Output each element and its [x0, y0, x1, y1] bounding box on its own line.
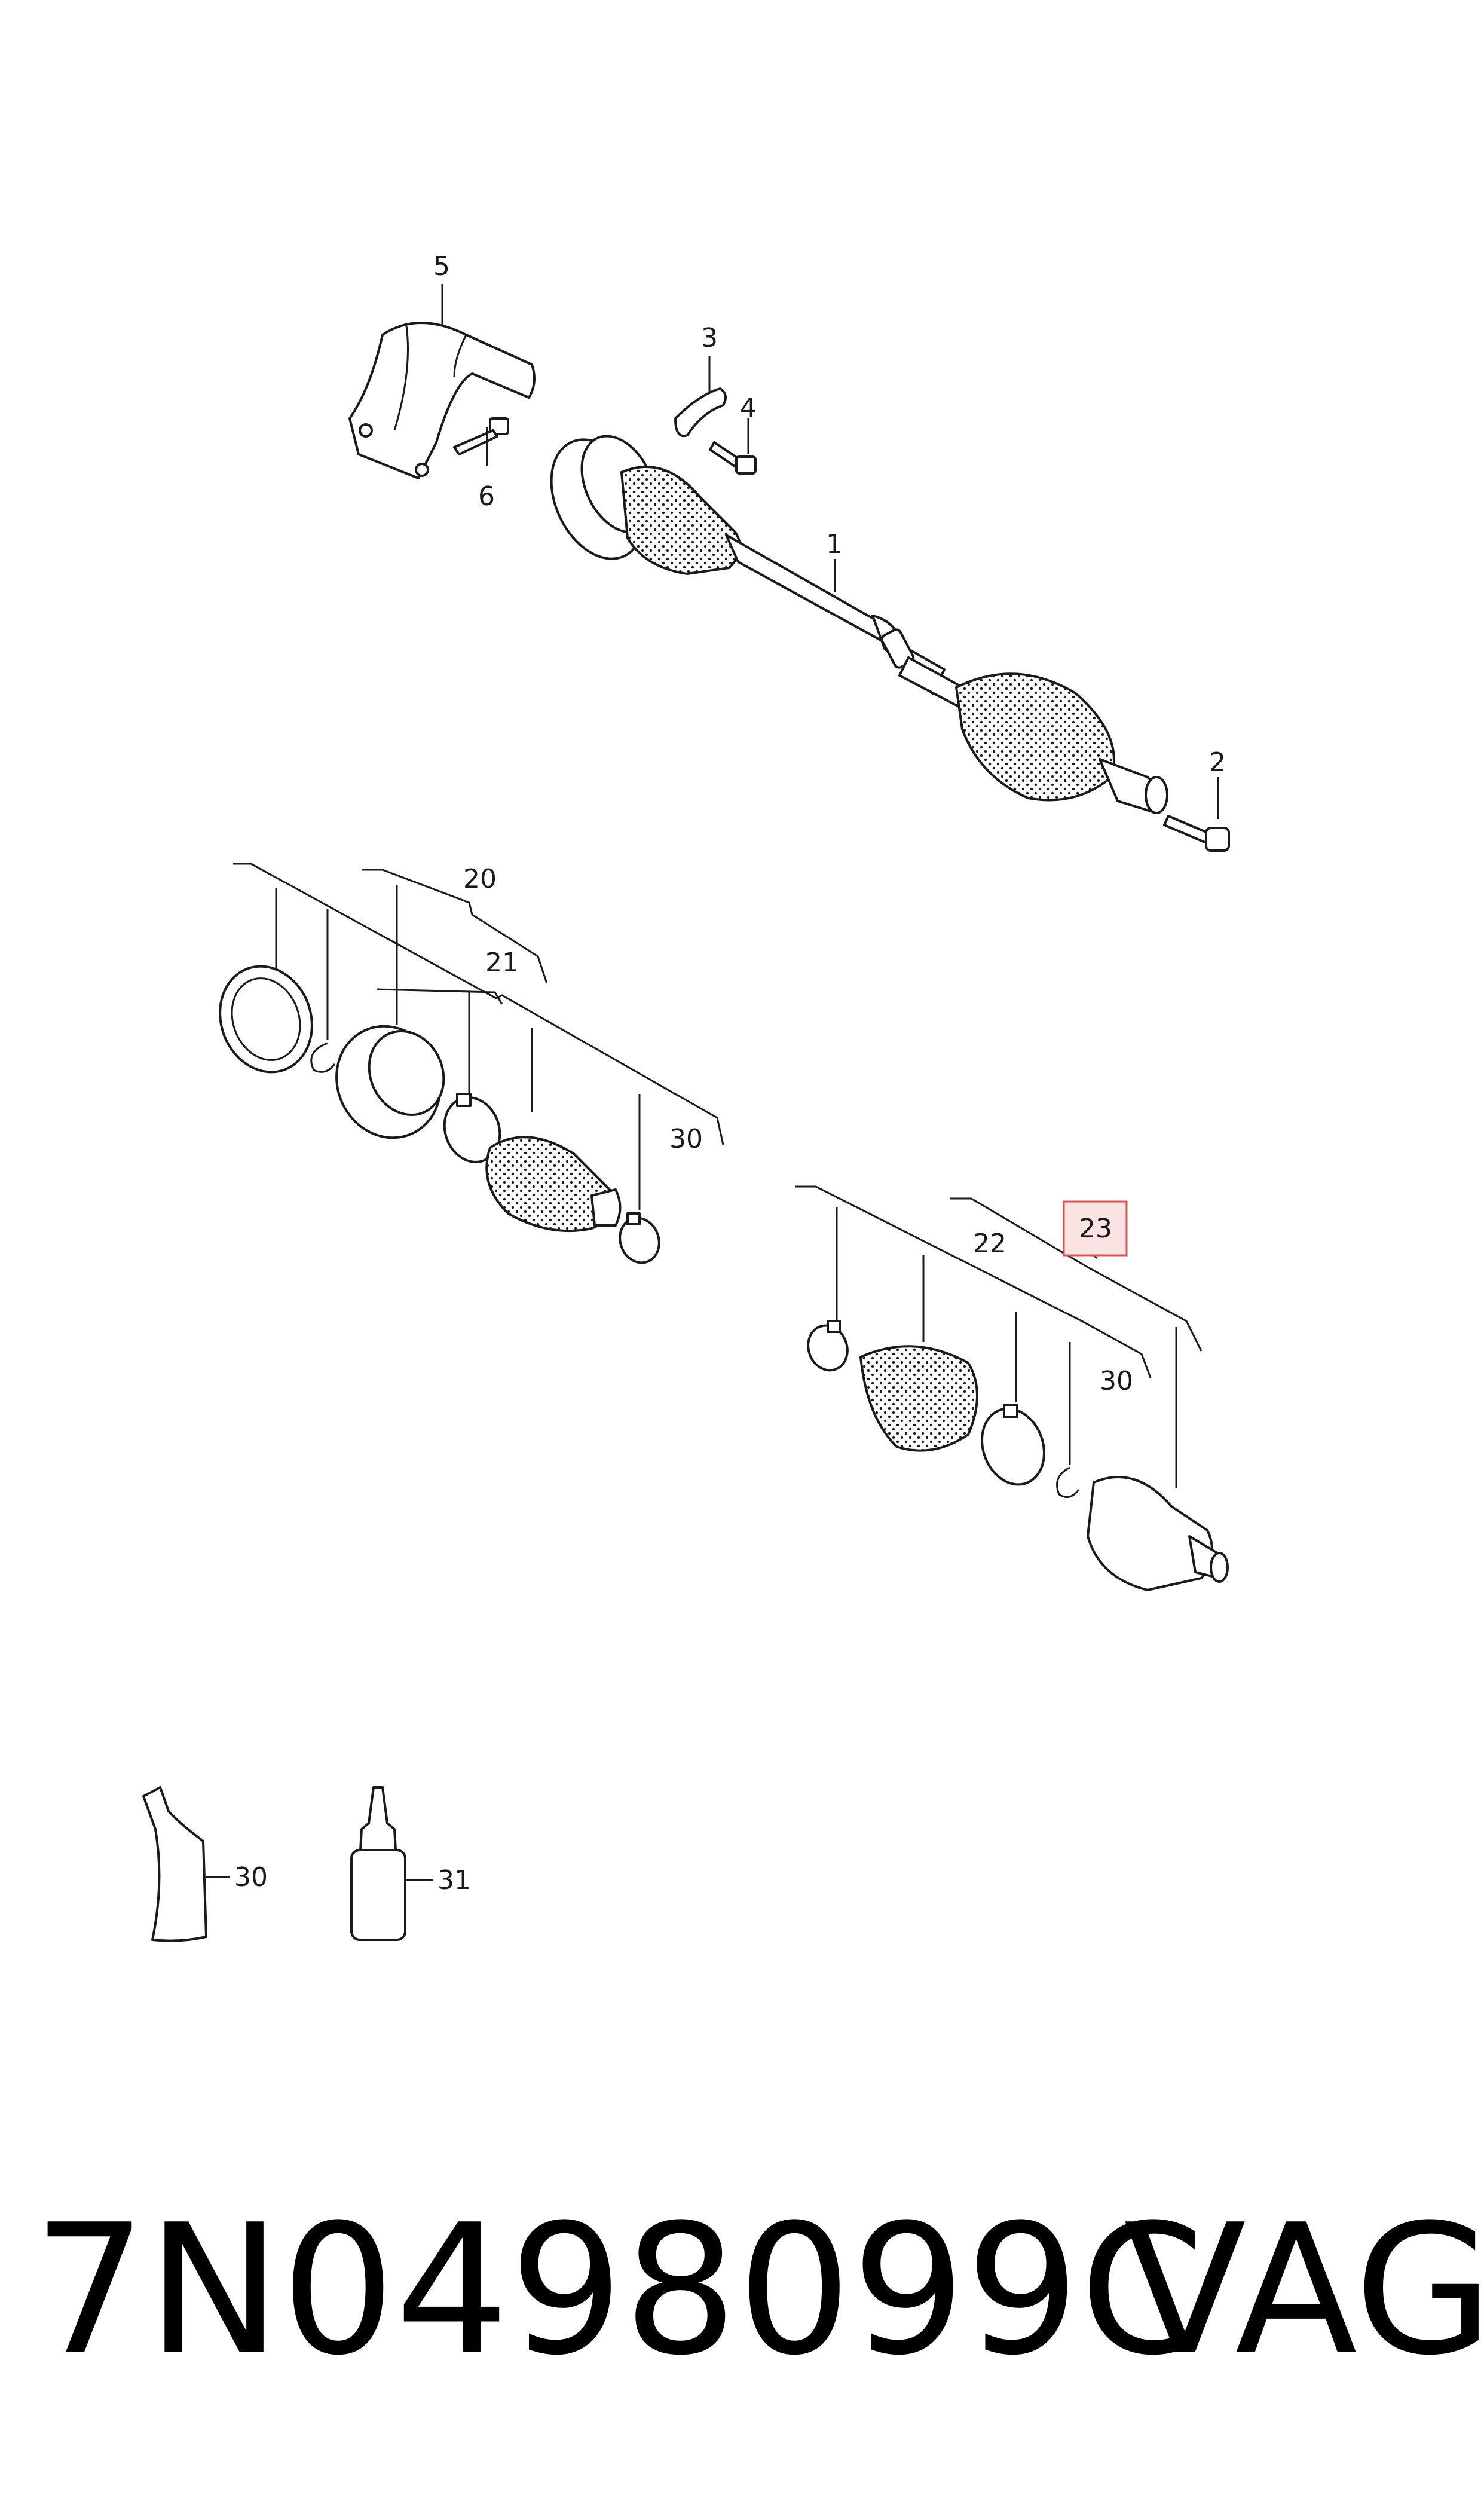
bolt-part-4 [709, 441, 757, 475]
right-kit-parts [807, 1320, 1229, 1591]
callout-30-left-kit: 30 [669, 1124, 703, 1154]
bolt-part-2 [1163, 815, 1230, 852]
callout-3: 3 [701, 323, 718, 353]
callout-20: 20 [463, 864, 497, 894]
sealant-bottle-part-31 [350, 1786, 433, 1941]
callout-30-right-kit: 30 [1100, 1366, 1133, 1396]
callout-5: 5 [433, 251, 450, 282]
brand-text: VAG [1124, 2186, 1484, 2395]
callout-21: 21 [485, 947, 519, 978]
callout-2: 2 [1209, 747, 1226, 778]
callout-4: 4 [740, 393, 757, 423]
bolt-part-6 [453, 417, 509, 455]
kit-bracket-left [233, 863, 724, 1210]
left-kit-parts [219, 965, 660, 1264]
callout-23-highlight-box[interactable] [1063, 1200, 1128, 1257]
callout-23: 23 [1079, 1213, 1112, 1244]
part-number-text: 7N0498099C [33, 2186, 1205, 2395]
drive-shaft-part-1 [550, 435, 1168, 814]
callout-22: 22 [973, 1228, 1006, 1259]
lock-plate-part-3 [674, 387, 727, 438]
callout-6: 6 [478, 481, 495, 512]
heat-shield-part-5 [348, 322, 536, 479]
callout-31-sealant: 31 [437, 1865, 471, 1896]
grease-tube-part-30 [142, 1786, 230, 1942]
top-leader-lines [441, 284, 1219, 819]
callout-labels: 5 6 3 4 1 2 20 21 30 22 23 30 30 31 [234, 251, 1226, 1896]
callout-30-grease: 30 [234, 1862, 268, 1893]
callout-1: 1 [826, 529, 843, 560]
